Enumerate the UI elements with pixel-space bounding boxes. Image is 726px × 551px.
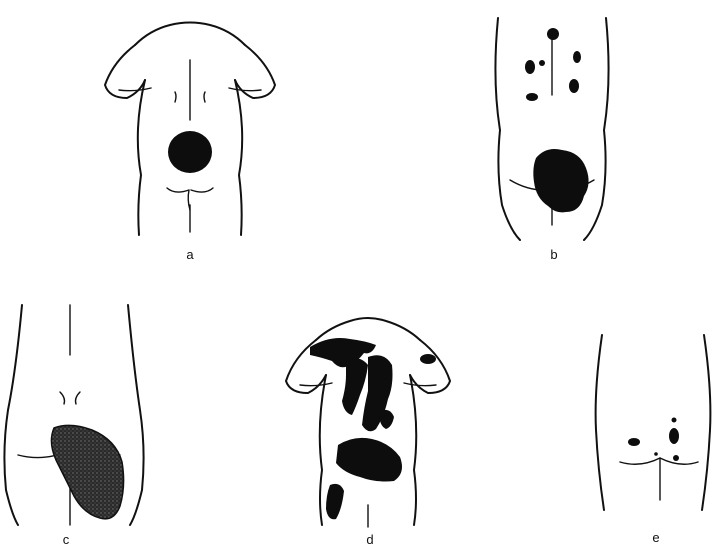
lesion-sacral [168,131,212,173]
lesion-small-4 [573,51,581,63]
panel-label-e: e [646,530,666,545]
panel-label-d: d [360,532,380,547]
lesion-small-dot [654,452,658,456]
lesion-small-top [672,418,677,423]
lesion-small-3 [539,60,545,66]
panel-d: d [280,295,460,530]
panel-label-a: a [180,247,200,262]
panel-a: a [95,0,285,240]
lesion-lower-back [336,438,402,482]
figure-e-lower-back [580,330,726,520]
figure-c-buttock [0,300,150,530]
lesion-flank-right-lower [380,410,394,429]
lesion-small-2 [525,60,535,74]
figure-b-lower-back [480,0,630,240]
lesion-small-1 [547,28,559,40]
panel-label-b: b [544,247,564,262]
panel-e: e [580,330,726,520]
figure-a-torso-back [95,0,285,240]
lesion-small-6 [526,93,538,101]
lesion-upper-back [310,338,376,367]
panel-label-c: c [56,532,76,547]
lesion-thigh [326,484,344,519]
lesion-small-5 [569,79,579,93]
panel-b: b [480,0,630,240]
lesion-shoulder-right [420,354,436,364]
lesion-sacral-large [533,149,588,212]
lesion-small-mid [669,428,679,444]
lesion-buttock-large [51,425,123,518]
lesion-small-low [673,455,679,461]
panel-c: c [0,300,150,530]
figure-d-torso-back [280,295,460,530]
lesion-small-left [628,438,640,446]
